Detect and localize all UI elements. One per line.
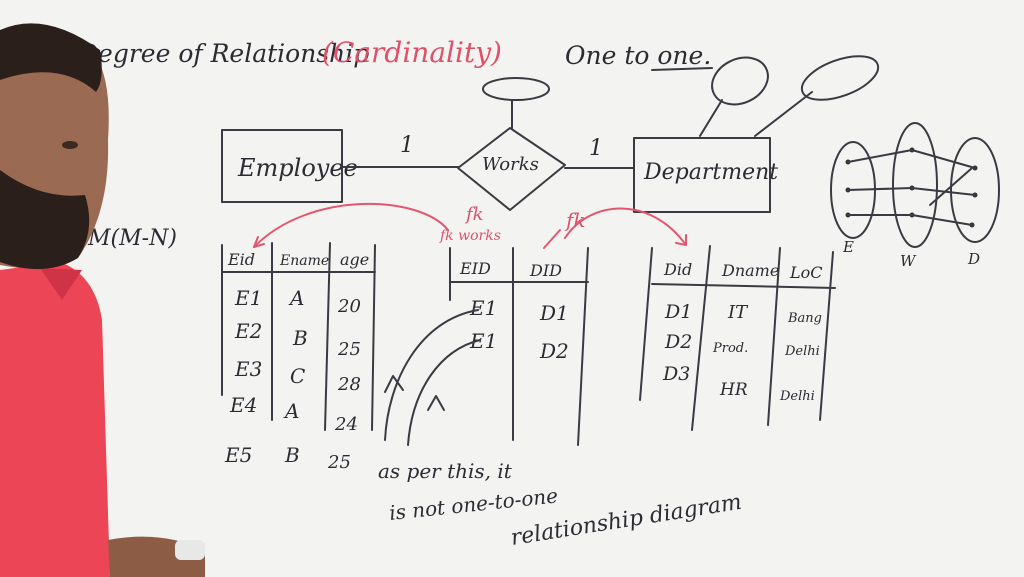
department-entity-box [633, 137, 771, 213]
works-header-eid: EID [459, 259, 491, 278]
employee-header-age: age [340, 250, 369, 269]
employee-cell: B [292, 326, 308, 350]
works-relationship-label: Works [482, 154, 539, 175]
department-cell: Delhi [784, 344, 820, 359]
side-note: M(M-N) [87, 226, 177, 251]
set-d-oval [950, 137, 1000, 243]
department-cell: Delhi [779, 389, 815, 404]
employee-cell: E2 [234, 319, 262, 343]
foreign-key-annotations: fk fk works fk [253, 202, 687, 249]
fk-arrow-department [564, 207, 687, 246]
employee-entity-label: Employee [237, 154, 358, 182]
employee-cell: B [284, 443, 300, 467]
department-cell: HR [719, 380, 748, 400]
works-header-did: DID [529, 261, 562, 280]
fk-label-works: fk works [439, 228, 501, 244]
presenter-hair [0, 23, 102, 93]
employee-cell: 25 [337, 339, 361, 360]
works-relationship-diamond [457, 127, 566, 211]
fk-label-1: fk [464, 204, 484, 225]
department-cell: Bang [787, 311, 822, 326]
set-w-oval [892, 122, 938, 248]
employee-cell: E5 [224, 443, 252, 467]
department-table: Did Dname LoC D1 IT Bang D2 Prod. Delhi … [639, 245, 836, 431]
employee-table: Eid Ename age E1 A 20 E2 B 25 E3 C 28 E4… [221, 242, 376, 473]
mapping-label-w: W [900, 252, 917, 270]
note-line-1: as per this, it [378, 459, 513, 483]
presenter-shirt [0, 262, 110, 577]
works-cell: D1 [539, 301, 569, 325]
fk-arrow-employee [253, 202, 449, 248]
department-entity-label: Department [643, 160, 778, 185]
department-cell: D3 [662, 363, 690, 385]
employee-cell: E4 [229, 393, 257, 417]
fk-label-2: fk [564, 208, 586, 232]
employee-cell: E1 [234, 286, 262, 310]
employee-cell: 28 [337, 374, 361, 395]
department-header-loc: LoC [789, 263, 823, 282]
employee-cell: 25 [327, 452, 351, 473]
employee-cell: E3 [234, 357, 262, 381]
presenter [0, 23, 205, 577]
employee-cell: 20 [337, 296, 361, 317]
heading-prefix: Degree of Relationship [77, 39, 369, 68]
works-cell: D2 [539, 339, 569, 363]
employee-header-eid: Eid [227, 250, 255, 269]
note-arrows [384, 309, 481, 446]
mapping-diagram: E W D [830, 122, 1000, 270]
cardinality-left: 1 [400, 133, 414, 158]
employee-cell: A [283, 399, 299, 423]
relationship-attribute-oval [482, 77, 550, 101]
works-cell: E1 [469, 296, 497, 320]
employee-cell: A [288, 286, 304, 310]
heading-cardinality: (Cardinality) [322, 36, 502, 69]
heading-suffix: One to one. [565, 41, 711, 70]
department-cell: D2 [664, 331, 692, 353]
mapping-label-d: D [967, 250, 980, 268]
er-diagram: Employee Works Department 1 1 [221, 55, 880, 213]
department-header-dname: Dname [721, 261, 779, 280]
employee-header-ename: Ename [279, 253, 329, 269]
department-cell: Prod. [712, 341, 748, 356]
heading-underline [651, 67, 713, 71]
department-cell: IT [727, 302, 749, 323]
cardinality-right: 1 [589, 136, 603, 161]
department-attribute-oval-1 [711, 56, 769, 106]
employee-cell: C [290, 364, 305, 388]
department-cell: D1 [664, 301, 692, 323]
department-attribute-oval-2 [800, 55, 880, 101]
mapping-label-e: E [842, 238, 854, 256]
department-header-did: Did [663, 260, 692, 279]
employee-cell: 24 [334, 414, 358, 435]
marker-icon [175, 540, 205, 560]
presenter-beard [0, 170, 90, 270]
